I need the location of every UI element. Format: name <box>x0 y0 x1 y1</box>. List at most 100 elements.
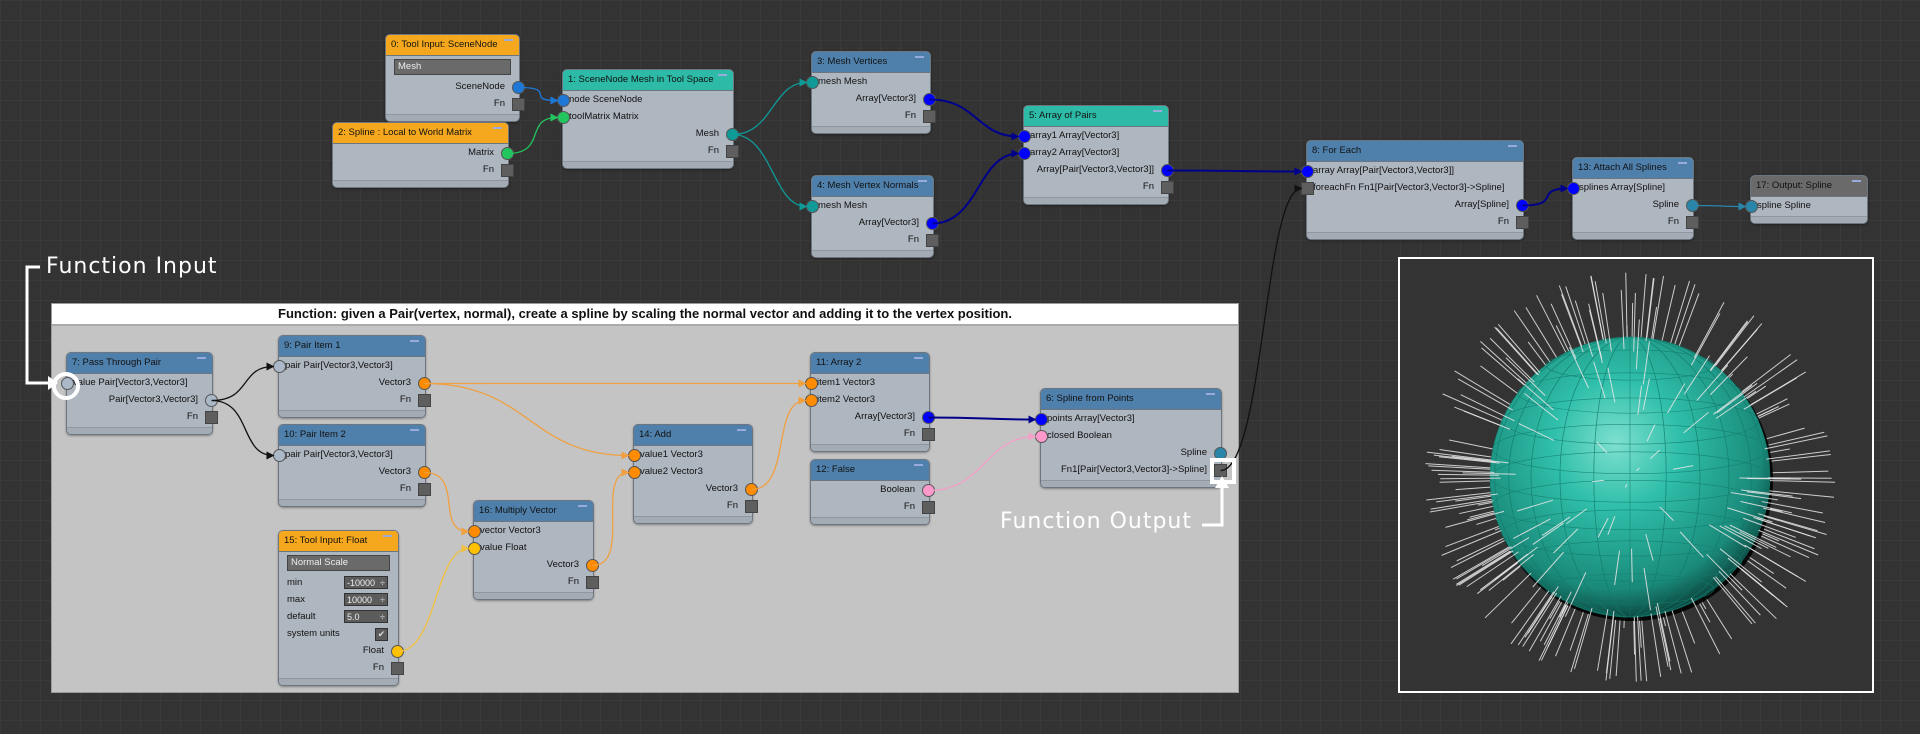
min-spinner[interactable]: -10000 <box>344 576 388 589</box>
node-header[interactable]: 14: Add <box>634 425 752 446</box>
node-spline-from-points[interactable]: 6: Spline from Points points Array[Vecto… <box>1035 388 1227 488</box>
fn-port[interactable] <box>923 110 936 123</box>
output-port[interactable] <box>205 394 218 407</box>
minimize-icon[interactable] <box>410 340 419 342</box>
node-tool-input-scenenode[interactable]: 0: Tool Input: SceneNode Mesh SceneNode … <box>385 34 525 122</box>
node-header[interactable]: 15: Tool Input: Float <box>279 531 398 552</box>
node-header[interactable]: 2: Spline : Local to World Matrix <box>333 123 508 144</box>
node-pair-item-2[interactable]: 10: Pair Item 2 pair Pair[Vector3,Vector… <box>273 424 431 507</box>
fn-port[interactable] <box>512 98 525 111</box>
input-port[interactable] <box>273 360 286 373</box>
output-port[interactable] <box>745 483 758 496</box>
input-port[interactable] <box>1301 165 1314 178</box>
output-port[interactable] <box>922 411 935 424</box>
input-port[interactable] <box>805 377 818 390</box>
input-port[interactable] <box>806 76 819 89</box>
resize-handle[interactable] <box>279 678 398 685</box>
node-header[interactable]: 1: SceneNode Mesh in Tool Space <box>563 70 733 91</box>
resize-handle[interactable] <box>333 180 508 187</box>
resize-handle[interactable] <box>1573 232 1693 239</box>
node-header[interactable]: 12: False <box>811 460 929 481</box>
node-array-of-pairs[interactable]: 5: Array of Pairs array1 Array[Vector3] … <box>1018 105 1174 205</box>
node-header[interactable]: 4: Mesh Vertex Normals <box>812 176 933 197</box>
resize-handle[interactable] <box>386 114 519 121</box>
node-header[interactable]: 7: Pass Through Pair <box>67 353 212 374</box>
resize-handle[interactable] <box>279 410 425 417</box>
node-mesh-vertex-normals[interactable]: 4: Mesh Vertex Normals mesh Mesh Array[V… <box>806 175 939 258</box>
output-port[interactable] <box>391 645 404 658</box>
input-port[interactable] <box>1035 413 1048 426</box>
resize-handle[interactable] <box>1041 480 1221 487</box>
fn-port[interactable] <box>1686 216 1699 229</box>
output-port[interactable] <box>1161 164 1174 177</box>
fn-port[interactable] <box>745 500 758 513</box>
resize-handle[interactable] <box>474 592 593 599</box>
input-port[interactable] <box>805 394 818 407</box>
resize-handle[interactable] <box>67 427 212 434</box>
3d-viewport[interactable] <box>1398 257 1874 693</box>
output-port[interactable] <box>418 377 431 390</box>
output-port[interactable] <box>926 217 939 230</box>
fn-port[interactable] <box>926 234 939 247</box>
input-port[interactable] <box>468 542 481 555</box>
output-port[interactable] <box>501 147 514 160</box>
node-header[interactable]: 6: Spline from Points <box>1041 389 1221 410</box>
node-header[interactable]: 16: Multiply Vector <box>474 501 593 522</box>
name-field[interactable]: Mesh <box>394 59 511 75</box>
input-port[interactable] <box>1035 430 1048 443</box>
node-header[interactable]: 10: Pair Item 2 <box>279 425 425 446</box>
minimize-icon[interactable] <box>1153 110 1162 112</box>
fn-port[interactable] <box>922 501 935 514</box>
fn-port[interactable] <box>501 164 514 177</box>
minimize-icon[interactable] <box>383 535 392 537</box>
input-port[interactable] <box>557 111 570 124</box>
node-header[interactable]: 9: Pair Item 1 <box>279 336 425 357</box>
output-port[interactable] <box>1516 199 1529 212</box>
node-for-each[interactable]: 8: For Each array Array[Pair[Vector3,Vec… <box>1301 140 1529 240</box>
input-port[interactable] <box>273 449 286 462</box>
output-port[interactable] <box>923 93 936 106</box>
minimize-icon[interactable] <box>914 357 923 359</box>
fn-port[interactable] <box>391 662 404 675</box>
node-tool-input-float[interactable]: 15: Tool Input: Float Normal Scale min-1… <box>278 530 404 686</box>
node-scenenode-mesh-in-tool-space[interactable]: 1: SceneNode Mesh in Tool Space node Sce… <box>557 69 739 169</box>
fn-port[interactable] <box>922 428 935 441</box>
node-header[interactable]: 17: Output: Spline <box>1751 176 1867 197</box>
input-port[interactable] <box>1745 200 1758 213</box>
resize-handle[interactable] <box>811 444 929 451</box>
minimize-icon[interactable] <box>718 74 727 76</box>
input-port[interactable] <box>557 94 570 107</box>
resize-handle[interactable] <box>1307 232 1523 239</box>
resize-handle[interactable] <box>279 499 425 506</box>
resize-handle[interactable] <box>811 517 929 524</box>
minimize-icon[interactable] <box>1678 162 1687 164</box>
fn-port[interactable] <box>418 394 431 407</box>
fn-port[interactable] <box>1516 216 1529 229</box>
input-port[interactable] <box>628 466 641 479</box>
node-output-spline[interactable]: 17: Output: Spline spline Spline <box>1745 175 1868 224</box>
node-header[interactable]: 13: Attach All Splines <box>1573 158 1693 179</box>
node-multiply-vector[interactable]: 16: Multiply Vector vector Vector3 value… <box>468 500 599 600</box>
minimize-icon[interactable] <box>578 505 587 507</box>
system-units-checkbox[interactable]: ✔ <box>375 628 388 641</box>
minimize-icon[interactable] <box>410 429 419 431</box>
minimize-icon[interactable] <box>914 464 923 466</box>
resize-handle[interactable] <box>1024 197 1168 204</box>
minimize-icon[interactable] <box>918 180 927 182</box>
output-port[interactable] <box>922 484 935 497</box>
input-port[interactable] <box>628 449 641 462</box>
output-port[interactable] <box>1686 199 1699 212</box>
output-port[interactable] <box>418 466 431 479</box>
resize-handle[interactable] <box>1751 216 1867 223</box>
default-spinner[interactable]: 5.0 <box>344 610 388 623</box>
minimize-icon[interactable] <box>504 39 513 41</box>
node-false[interactable]: 12: False Boolean Fn <box>810 459 935 525</box>
fn-port[interactable] <box>205 411 218 424</box>
node-array-2[interactable]: 11: Array 2 item1 Vector3 item2 Vector3 … <box>805 352 935 452</box>
minimize-icon[interactable] <box>1852 180 1861 182</box>
minimize-icon[interactable] <box>1508 145 1517 147</box>
node-header[interactable]: 0: Tool Input: SceneNode <box>386 35 519 56</box>
name-field[interactable]: Normal Scale <box>287 555 390 571</box>
fn-port[interactable] <box>586 576 599 589</box>
minimize-icon[interactable] <box>197 357 206 359</box>
